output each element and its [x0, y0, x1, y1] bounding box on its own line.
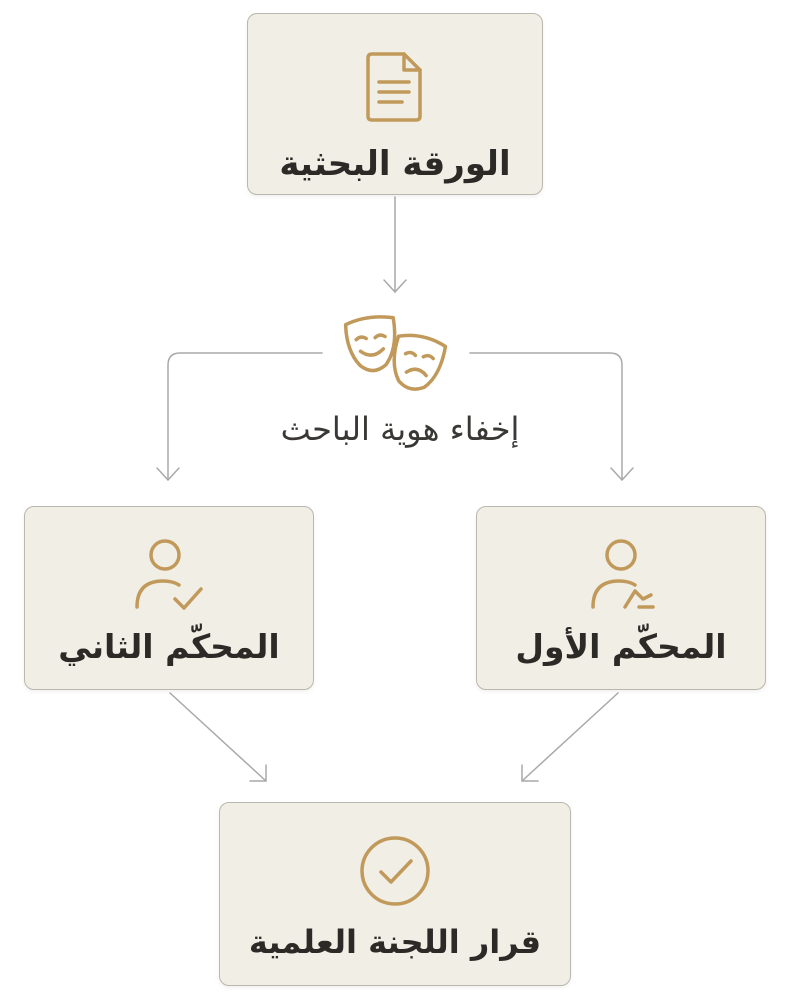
- user-check-icon: [135, 539, 203, 610]
- theater-masks-icon: [343, 315, 448, 391]
- research-paper-node: الورقة البحثية: [247, 13, 543, 195]
- committee-decision-label: قرار اللجنة العلمية: [248, 923, 542, 961]
- connector-judge-one-to-decision: [521, 692, 619, 782]
- committee-decision-node: قرار اللجنة العلمية: [219, 802, 571, 986]
- check-circle-icon: [360, 836, 430, 906]
- user-edit-icon: [591, 539, 655, 609]
- first-reviewer-label: المحكّم الأول: [515, 627, 727, 666]
- research-paper-label: الورقة البحثية: [279, 144, 511, 184]
- connector-paper-to-anonymize: [383, 196, 407, 293]
- second-reviewer-node: المحكّم الثاني: [24, 506, 314, 690]
- first-reviewer-node: المحكّم الأول: [476, 506, 766, 690]
- connector-judge-two-to-decision: [169, 692, 267, 782]
- second-reviewer-label: المحكّم الثاني: [58, 627, 280, 666]
- anonymize-researcher-label: إخفاء هوية الباحث: [280, 410, 520, 448]
- document-icon: [366, 52, 422, 122]
